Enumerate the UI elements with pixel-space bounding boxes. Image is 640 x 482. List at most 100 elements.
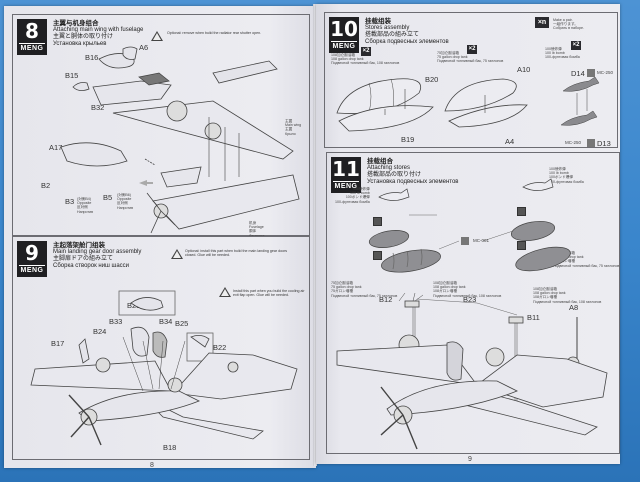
part-label: B28 [127, 301, 141, 310]
part-label: A17 [49, 143, 63, 152]
glue-icon [517, 207, 526, 216]
part-label: B11 [527, 313, 540, 322]
part-label: B20 [425, 75, 439, 84]
qty-badge: ×2 [467, 45, 477, 54]
part-label: B24 [93, 327, 107, 336]
part-label: A8 [569, 303, 579, 312]
make-pair-note: Make a pair.一組作ります。Собрать в наборе. [553, 18, 585, 31]
qty-badge: ×2 [361, 47, 371, 56]
part-label: B25 [175, 319, 189, 328]
step-9-aircraft-drawing [30, 290, 298, 446]
step-9-note-1: Optional: install this part when build t… [185, 249, 288, 258]
step-11-titles: 挂载组合 Attaching stores 搭載部品の取り付け Установк… [367, 158, 458, 186]
part-label: D14 [571, 69, 585, 78]
brand-logo: MENG [333, 181, 359, 190]
part-label: B15 [65, 71, 79, 80]
part-label: B33 [109, 317, 123, 326]
brand-logo: MENG [331, 41, 357, 50]
part-label: B22 [213, 343, 227, 352]
paint-swatch [587, 139, 595, 147]
title-en: Stores assembly [365, 25, 410, 31]
step-10-badge: 10 MENG [329, 17, 359, 53]
page-number-left: 8 [150, 462, 154, 469]
brand-logo: MENG [19, 43, 45, 52]
step-10-titles: 挂载组装 Stores assembly 搭載部品の組み立て Сборка по… [365, 18, 449, 46]
title-ru: Сборка подвесных элементов [365, 39, 449, 45]
step-8-note: Optional: remove when build the radiator… [167, 31, 262, 35]
part-label: B2 [41, 181, 51, 190]
title-ru: Установка подвесных элементов [367, 179, 459, 185]
part-label: B32 [91, 103, 105, 112]
title-zh: 挂载组装 [365, 18, 391, 25]
step-11-panel: 11 MENG 挂载组合 Attaching stores 搭載部品の取り付け … [326, 152, 620, 454]
part-label: B16 [85, 53, 99, 62]
part-label: B5 [103, 193, 113, 202]
paint-code: MC-001 [473, 238, 490, 243]
part-label: B34 [159, 317, 173, 326]
part-label: B19 [401, 135, 415, 144]
title-en: Attaching stores [367, 165, 411, 171]
title-ru: Установка крыльев [53, 41, 107, 47]
step-number: 8 [25, 19, 39, 43]
title-jp: 搭載部品の取り付け [367, 172, 422, 178]
left-page: 8 MENG 主翼与机身组合 Attaching main wing with … [4, 6, 316, 469]
title-en: Attaching main wing with fuselage [53, 27, 144, 33]
part-label: A4 [505, 137, 515, 146]
part-label: B17 [51, 339, 65, 348]
part-label: A6 [139, 43, 149, 52]
title-en: Main landing gear door assembly [53, 249, 142, 255]
page-number-right: 9 [468, 456, 472, 463]
warning-icon [151, 31, 163, 41]
make-pair-icon: ×n [535, 17, 549, 28]
step-9-titles: 主起落架舱门组装 Main landing gear door assembly… [53, 242, 141, 270]
part-label: D13 [597, 139, 611, 148]
paint-code: MC-250 [597, 70, 614, 75]
step-11-badge: 11 MENG [331, 157, 361, 193]
glue-icon [373, 251, 382, 260]
step-11-aircraft-drawing [336, 178, 608, 450]
step-9-panel: 9 MENG 主起落架舱门组装 Main landing gear door a… [12, 236, 310, 460]
booklet-gutter [313, 4, 317, 466]
step-9-note-2: Install this part when you build the coo… [233, 289, 305, 298]
glue-icon [373, 217, 382, 226]
step-8-titles: 主翼与机身组合 Attaching main wing with fuselag… [53, 20, 143, 48]
part-label: B18 [163, 443, 177, 452]
title-jp: 搭載部品の組み立て [365, 32, 420, 38]
title-jp: 主脚扉ドアの組み立て [53, 256, 114, 262]
glue-icon [517, 241, 526, 250]
paint-code: MC-250 [565, 140, 582, 145]
step-10-stores-drawing [336, 76, 600, 132]
part-label: A10 [517, 65, 531, 74]
title-zh: 主起落架舱门组装 [53, 242, 105, 249]
title-jp: 主翼と胴体の取り付け [53, 34, 114, 40]
title-ru: Сборка створок ниш шасси [53, 263, 130, 269]
paint-swatch [587, 69, 595, 77]
step-10-panel: 10 MENG 挂载组装 Stores assembly 搭載部品の組み立て С… [324, 12, 618, 148]
step-8-panel: 8 MENG 主翼与机身组合 Attaching main wing with … [12, 14, 310, 238]
part-label: B23 [463, 295, 477, 304]
step-number: 9 [25, 241, 39, 265]
right-page: 10 MENG 挂载组装 Stores assembly 搭載部品の組み立て С… [316, 4, 620, 464]
step-number: 10 [330, 17, 358, 41]
step-8-badge: 8 MENG [17, 19, 47, 55]
step-number: 11 [332, 157, 360, 181]
brand-logo: MENG [19, 265, 45, 274]
part-label: B3 [65, 197, 75, 206]
warning-icon [219, 287, 231, 297]
title-zh: 挂载组合 [367, 158, 393, 165]
warning-icon [171, 249, 183, 259]
part-label: B12 [379, 295, 393, 304]
paint-swatch [461, 237, 469, 245]
qty-badge: ×2 [571, 41, 581, 50]
step-9-badge: 9 MENG [17, 241, 47, 277]
